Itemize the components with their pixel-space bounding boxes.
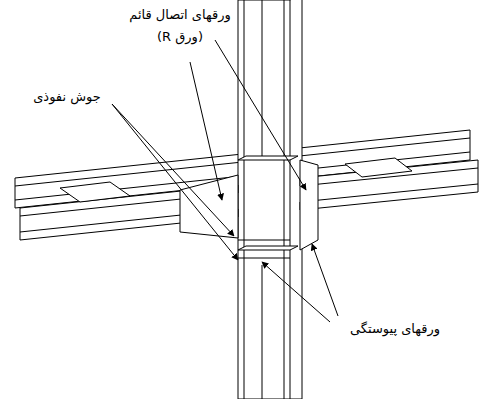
leader-lines bbox=[112, 40, 338, 322]
column bbox=[238, 0, 302, 399]
beams-front bbox=[20, 158, 478, 240]
continuity-plates bbox=[238, 156, 298, 258]
callout-label: جوش نفوذی bbox=[22, 86, 112, 108]
callout-label: ورقهای اتصال قائم (ورق R) bbox=[115, 4, 245, 48]
vertical-plates bbox=[180, 160, 318, 250]
callout-label: ورقهای پیوستگی bbox=[330, 318, 460, 340]
